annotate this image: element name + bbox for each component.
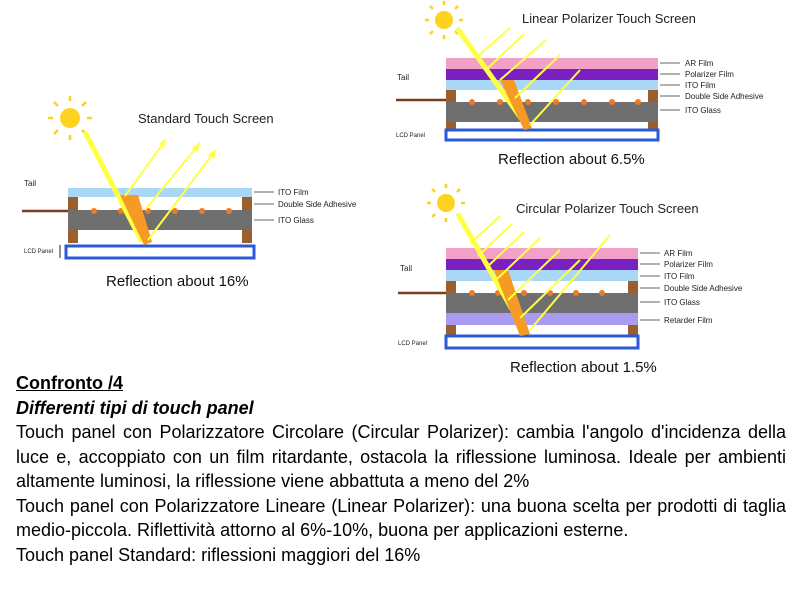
linear-title: Linear Polarizer Touch Screen [522, 11, 696, 26]
polarizer-film-layer [446, 259, 638, 270]
label-ito-film: ITO Film [664, 272, 695, 281]
linear-panel: Linear Polarizer Touch Screen Tail LCD P… [396, 1, 764, 168]
adhesive-dots [91, 208, 232, 214]
light-rays [455, 212, 611, 336]
label-double-side-adhesive: Double Side Adhesive [664, 284, 743, 293]
label-ito-glass: ITO Glass [685, 106, 721, 115]
ito-film-layer [446, 270, 638, 281]
tail-label: Tail [400, 264, 412, 273]
label-ito-glass: ITO Glass [278, 216, 314, 225]
lcd-label: LCD Panel [398, 341, 427, 347]
retarder-film-layer [446, 313, 638, 325]
label-ito-glass: ITO Glass [664, 298, 700, 307]
lcd-panel [444, 128, 660, 142]
lcd-label: LCD Panel [396, 133, 425, 139]
tail-label: Tail [24, 179, 36, 188]
label-ar-film: AR Film [685, 59, 714, 68]
subheading: Differenti tipi di touch panel [16, 397, 254, 418]
adhesive-dots [469, 99, 641, 105]
sun-icon [48, 96, 92, 140]
standard-panel: Standard Touch Screen Tail LCD Panel [22, 96, 357, 300]
sun-icon [425, 1, 463, 39]
paragraph-standard: Touch panel Standard: riflessioni maggio… [16, 544, 421, 565]
label-ito-film: ITO Film [278, 188, 309, 197]
ito-glass-layer [446, 102, 658, 122]
light-rays [454, 26, 581, 130]
ito-glass-layer [78, 210, 242, 230]
ar-film-layer [446, 248, 638, 259]
label-polarizer-film: Polarizer Film [664, 260, 713, 269]
label-polarizer-film: Polarizer Film [685, 70, 734, 79]
label-retarder-film: Retarder Film [664, 316, 713, 325]
label-double-side-adhesive: Double Side Adhesive [278, 200, 357, 209]
paragraph-circular: Touch panel con Polarizzatore Circolare … [16, 422, 786, 491]
circular-title: Circular Polarizer Touch Screen [516, 201, 699, 216]
linear-reflection: Reflection about 6.5% [498, 151, 645, 168]
standard-reflection: Reflection about 16% [106, 273, 249, 290]
description-text: Confronto /4 Differenti tipi di touch pa… [16, 371, 786, 567]
circular-panel: Circular Polarizer Touch Screen Tail LCD… [398, 184, 743, 376]
standard-title: Standard Touch Screen [138, 111, 274, 126]
heading: Confronto /4 [16, 373, 123, 393]
polarizer-film-layer [446, 69, 658, 80]
light-rays [82, 130, 216, 245]
tail-label: Tail [397, 73, 409, 82]
paragraph-linear: Touch panel con Polarizzatore Lineare (L… [16, 495, 786, 541]
lcd-panel [444, 334, 640, 350]
spacer [242, 197, 252, 210]
label-ar-film: AR Film [664, 249, 693, 258]
spacer [68, 197, 78, 210]
lcd-label: LCD Panel [24, 249, 53, 255]
circular-reflection: Reflection about 1.5% [510, 359, 657, 376]
ito-glass-layer [446, 293, 638, 313]
label-ito-film: ITO Film [685, 81, 716, 90]
label-double-side-adhesive: Double Side Adhesive [685, 92, 764, 101]
lcd-panel [64, 244, 256, 260]
adhesive-dots [469, 290, 605, 296]
ito-film-layer [446, 80, 658, 90]
